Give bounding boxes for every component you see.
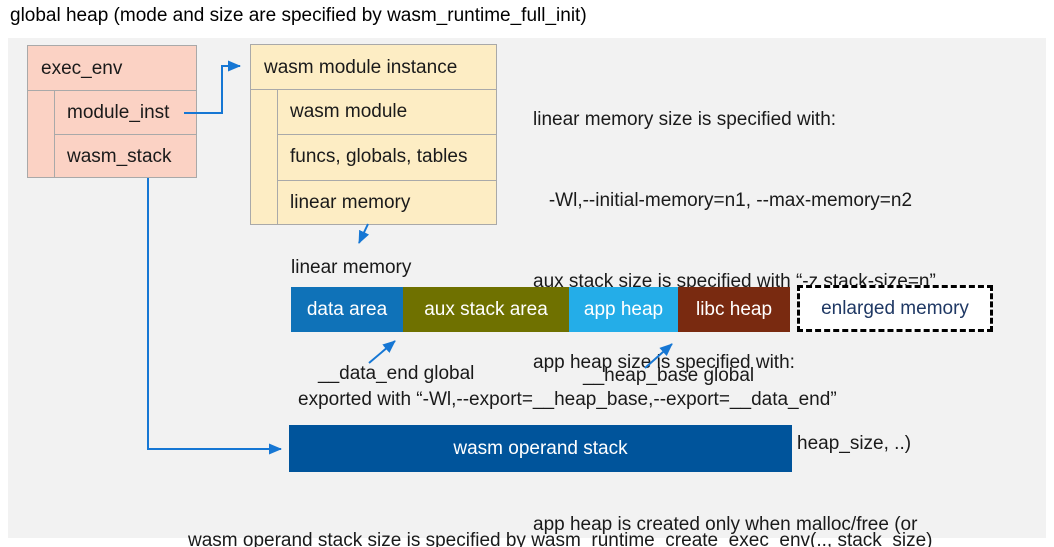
note-line: wasm operand stack size is specified by … [188, 530, 933, 547]
segment-data-area: data area [291, 287, 403, 332]
note-line: app heap is created only when malloc/fre… [533, 514, 918, 535]
heap-base-global-label: __heap_base global [583, 365, 755, 386]
wasm-module-instance-box: wasm module instance wasm module funcs, … [250, 44, 497, 225]
exec-env-indent [28, 91, 54, 178]
note-line: app heap size is specified with: [533, 352, 795, 373]
exec-env-field-wasm-stack: wasm_stack [55, 134, 196, 178]
exec-env-field-module-inst: module_inst [67, 101, 170, 123]
segment-app-heap: app heap [569, 287, 678, 332]
wasm-operand-stack-bar: wasm operand stack [289, 425, 792, 472]
note-line: linear memory size is specified with: [533, 109, 837, 130]
note-line: -Wl,--initial-memory=n1, --max-memory=n2 [533, 190, 913, 211]
module-instance-field-funcs-globals-tables: funcs, globals, tables [278, 134, 496, 179]
exec-env-box: exec_env module_inst wasm_stack [27, 45, 197, 178]
operand-stack-notes: wasm operand stack size is specified by … [188, 481, 1048, 547]
wasm-module-instance-label: wasm module instance [251, 45, 496, 90]
data-end-global-label: __data_end global [318, 363, 475, 384]
linear-memory-bar-label: linear memory [291, 257, 412, 278]
module-instance-field-wasm-module: wasm module [290, 101, 408, 123]
module-instance-indent [251, 90, 277, 225]
segment-enlarged-memory: enlarged memory [797, 285, 993, 332]
segment-aux-stack-area: aux stack area [403, 287, 569, 332]
module-instance-field-linear-memory: linear memory [278, 179, 496, 225]
exec-env-label: exec_env [28, 46, 196, 91]
diagram-title: global heap (mode and size are specified… [10, 5, 587, 26]
segment-libc-heap: libc heap [678, 287, 790, 332]
exported-with-label: exported with “-Wl,--export=__heap_base,… [298, 389, 837, 410]
